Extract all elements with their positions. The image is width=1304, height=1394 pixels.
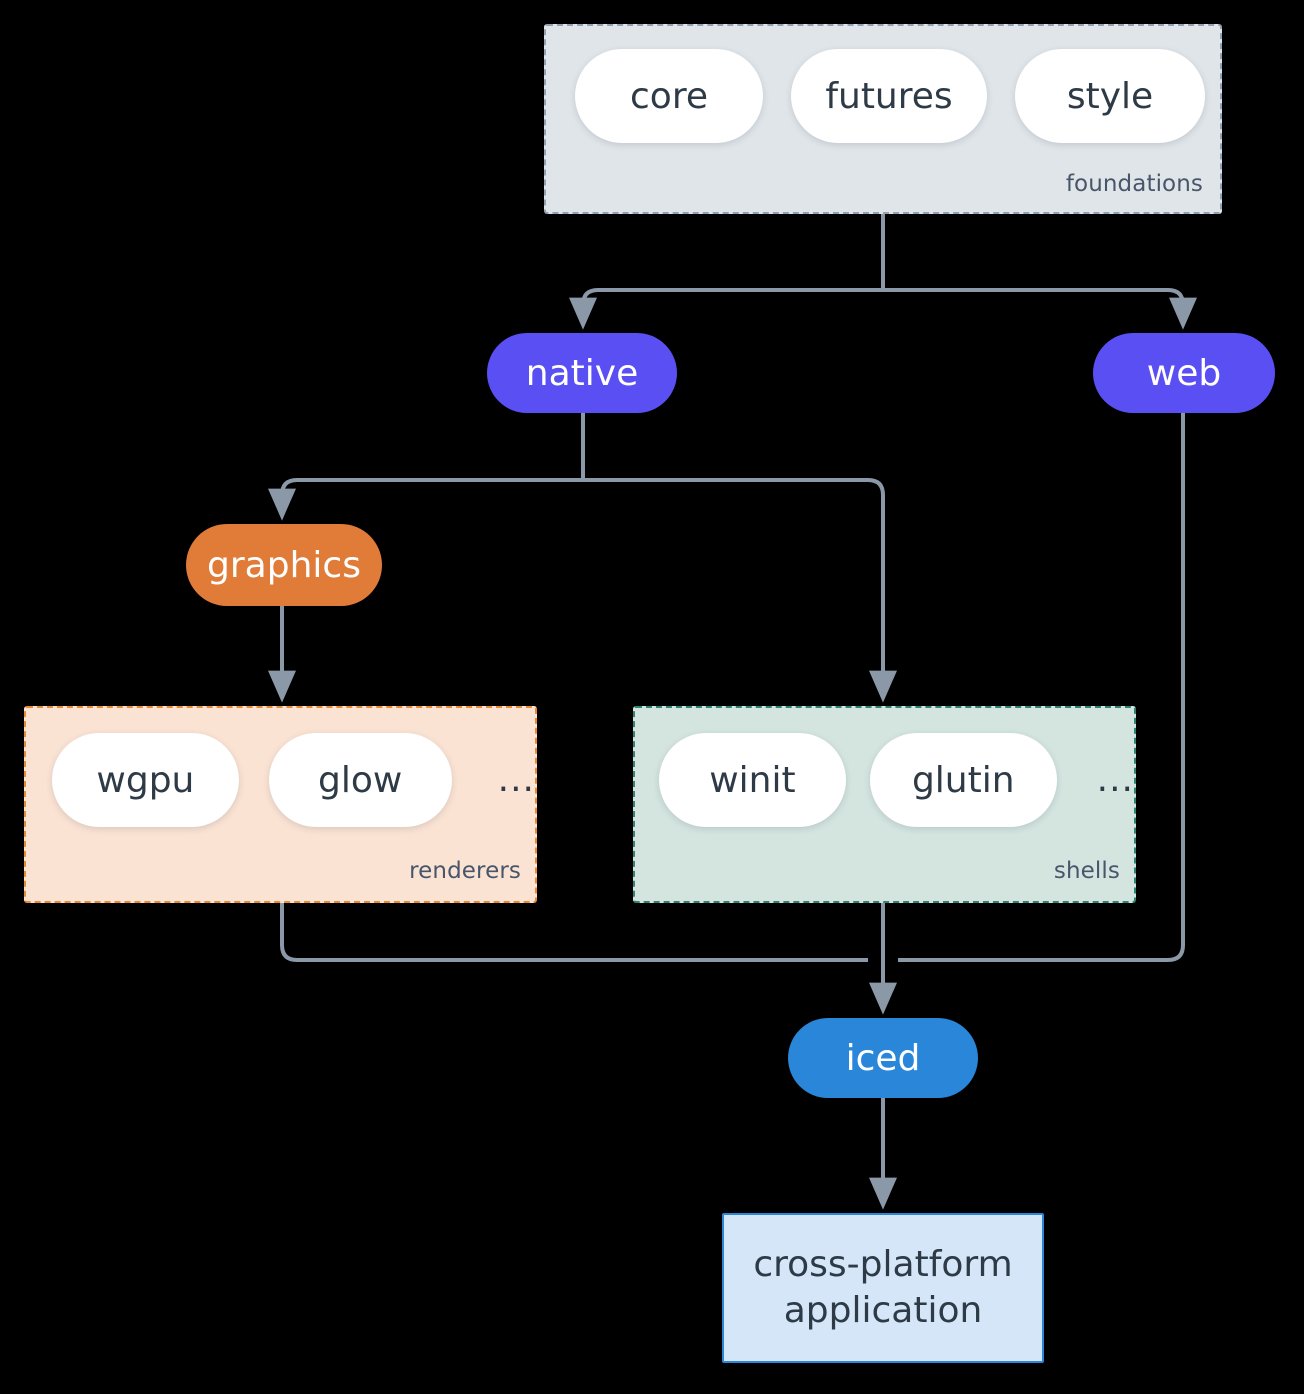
node-winit[interactable]: winit: [659, 733, 846, 827]
edge-foundations-to-native: [569, 288, 883, 330]
edge-foundations-to-web: [883, 288, 1197, 330]
node-native[interactable]: native: [487, 333, 677, 413]
edge-renderers-to-iced: [280, 903, 868, 962]
group-renderers-items: wgpu glow ...: [26, 708, 535, 827]
node-style[interactable]: style: [1015, 49, 1205, 143]
node-glutin[interactable]: glutin: [869, 733, 1057, 827]
group-foundations-label: foundations: [1065, 171, 1203, 197]
group-shells-items: winit glutin ...: [635, 708, 1134, 827]
node-cross-platform-application[interactable]: cross-platform application: [722, 1213, 1044, 1363]
application-line-1: cross-platform: [753, 1243, 1013, 1285]
group-renderers: wgpu glow ... renderers: [24, 706, 537, 903]
node-web[interactable]: web: [1093, 333, 1275, 413]
node-wgpu[interactable]: wgpu: [52, 733, 239, 827]
node-iced[interactable]: iced: [788, 1018, 978, 1098]
node-glow[interactable]: glow: [268, 733, 452, 827]
node-graphics[interactable]: graphics: [186, 524, 382, 606]
renderers-ellipsis: ...: [497, 759, 535, 800]
edge-native-to-shells: [583, 478, 897, 703]
application-line-2: application: [783, 1290, 983, 1331]
group-renderers-label: renderers: [409, 858, 521, 884]
group-foundations-items: core futures style: [546, 26, 1220, 143]
node-futures[interactable]: futures: [791, 49, 987, 143]
edge-native-to-graphics: [268, 478, 583, 521]
shells-ellipsis: ...: [1096, 759, 1134, 800]
group-shells-label: shells: [1053, 858, 1120, 884]
group-shells: winit glutin ... shells: [633, 706, 1136, 903]
node-core[interactable]: core: [575, 49, 763, 143]
group-foundations: core futures style foundations: [544, 24, 1222, 214]
